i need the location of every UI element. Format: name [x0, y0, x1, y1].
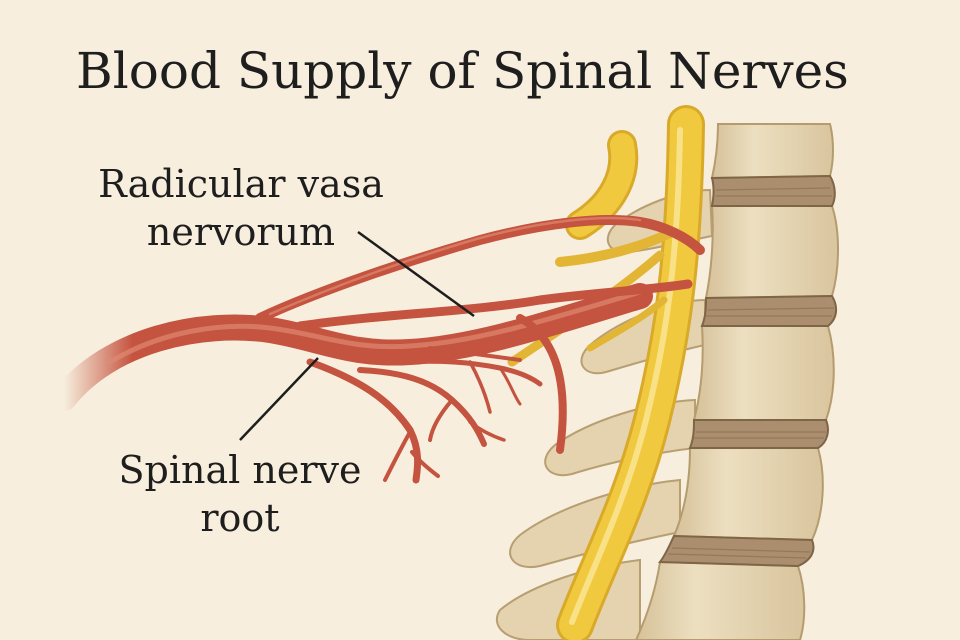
radicular-vessels — [51, 215, 705, 484]
intervertebral-disc-3 — [688, 419, 829, 449]
radicular-vessel-middle — [295, 279, 693, 331]
label-spinal-nerve-root-line2: root — [200, 496, 280, 540]
radicular-vessel-descending — [516, 314, 567, 454]
label-spinal-nerve-root-line1: Spinal nerve — [118, 448, 362, 492]
vertebral-body-5 — [634, 560, 806, 640]
intervertebral-disc-4 — [658, 534, 815, 568]
leader-line-nerve-root — [239, 357, 319, 441]
intervertebral-discs — [658, 174, 838, 568]
intervertebral-disc-2 — [700, 294, 838, 327]
radicular-vessel-branches — [306, 346, 543, 484]
diagram-title: Blood Supply of Spinal Nerves — [76, 42, 849, 100]
vertebral-column — [495, 123, 839, 640]
vertebral-body-4 — [672, 447, 824, 542]
label-spinal-nerve-root: Spinal nerve root — [104, 446, 376, 542]
spinal-nerve-rootlet-1 — [555, 227, 677, 267]
spinal-nerve-rootlet-3 — [586, 296, 668, 352]
leader-lines — [239, 230, 475, 441]
label-radicular-vasa-nervorum-line1: Radicular vasa — [98, 162, 384, 206]
vertebral-body-1 — [710, 123, 834, 180]
vertebral-body-3 — [692, 325, 835, 421]
label-radicular-vasa-nervorum: Radicular vasa nervorum — [86, 160, 396, 256]
vertebral-bodies — [634, 123, 839, 640]
intervertebral-disc-1 — [710, 174, 836, 207]
vertebral-body-2 — [704, 205, 839, 300]
leader-line-vasa-nervorum — [357, 230, 475, 318]
label-radicular-vasa-nervorum-line2: nervorum — [146, 210, 336, 254]
disc-texture — [667, 187, 835, 559]
